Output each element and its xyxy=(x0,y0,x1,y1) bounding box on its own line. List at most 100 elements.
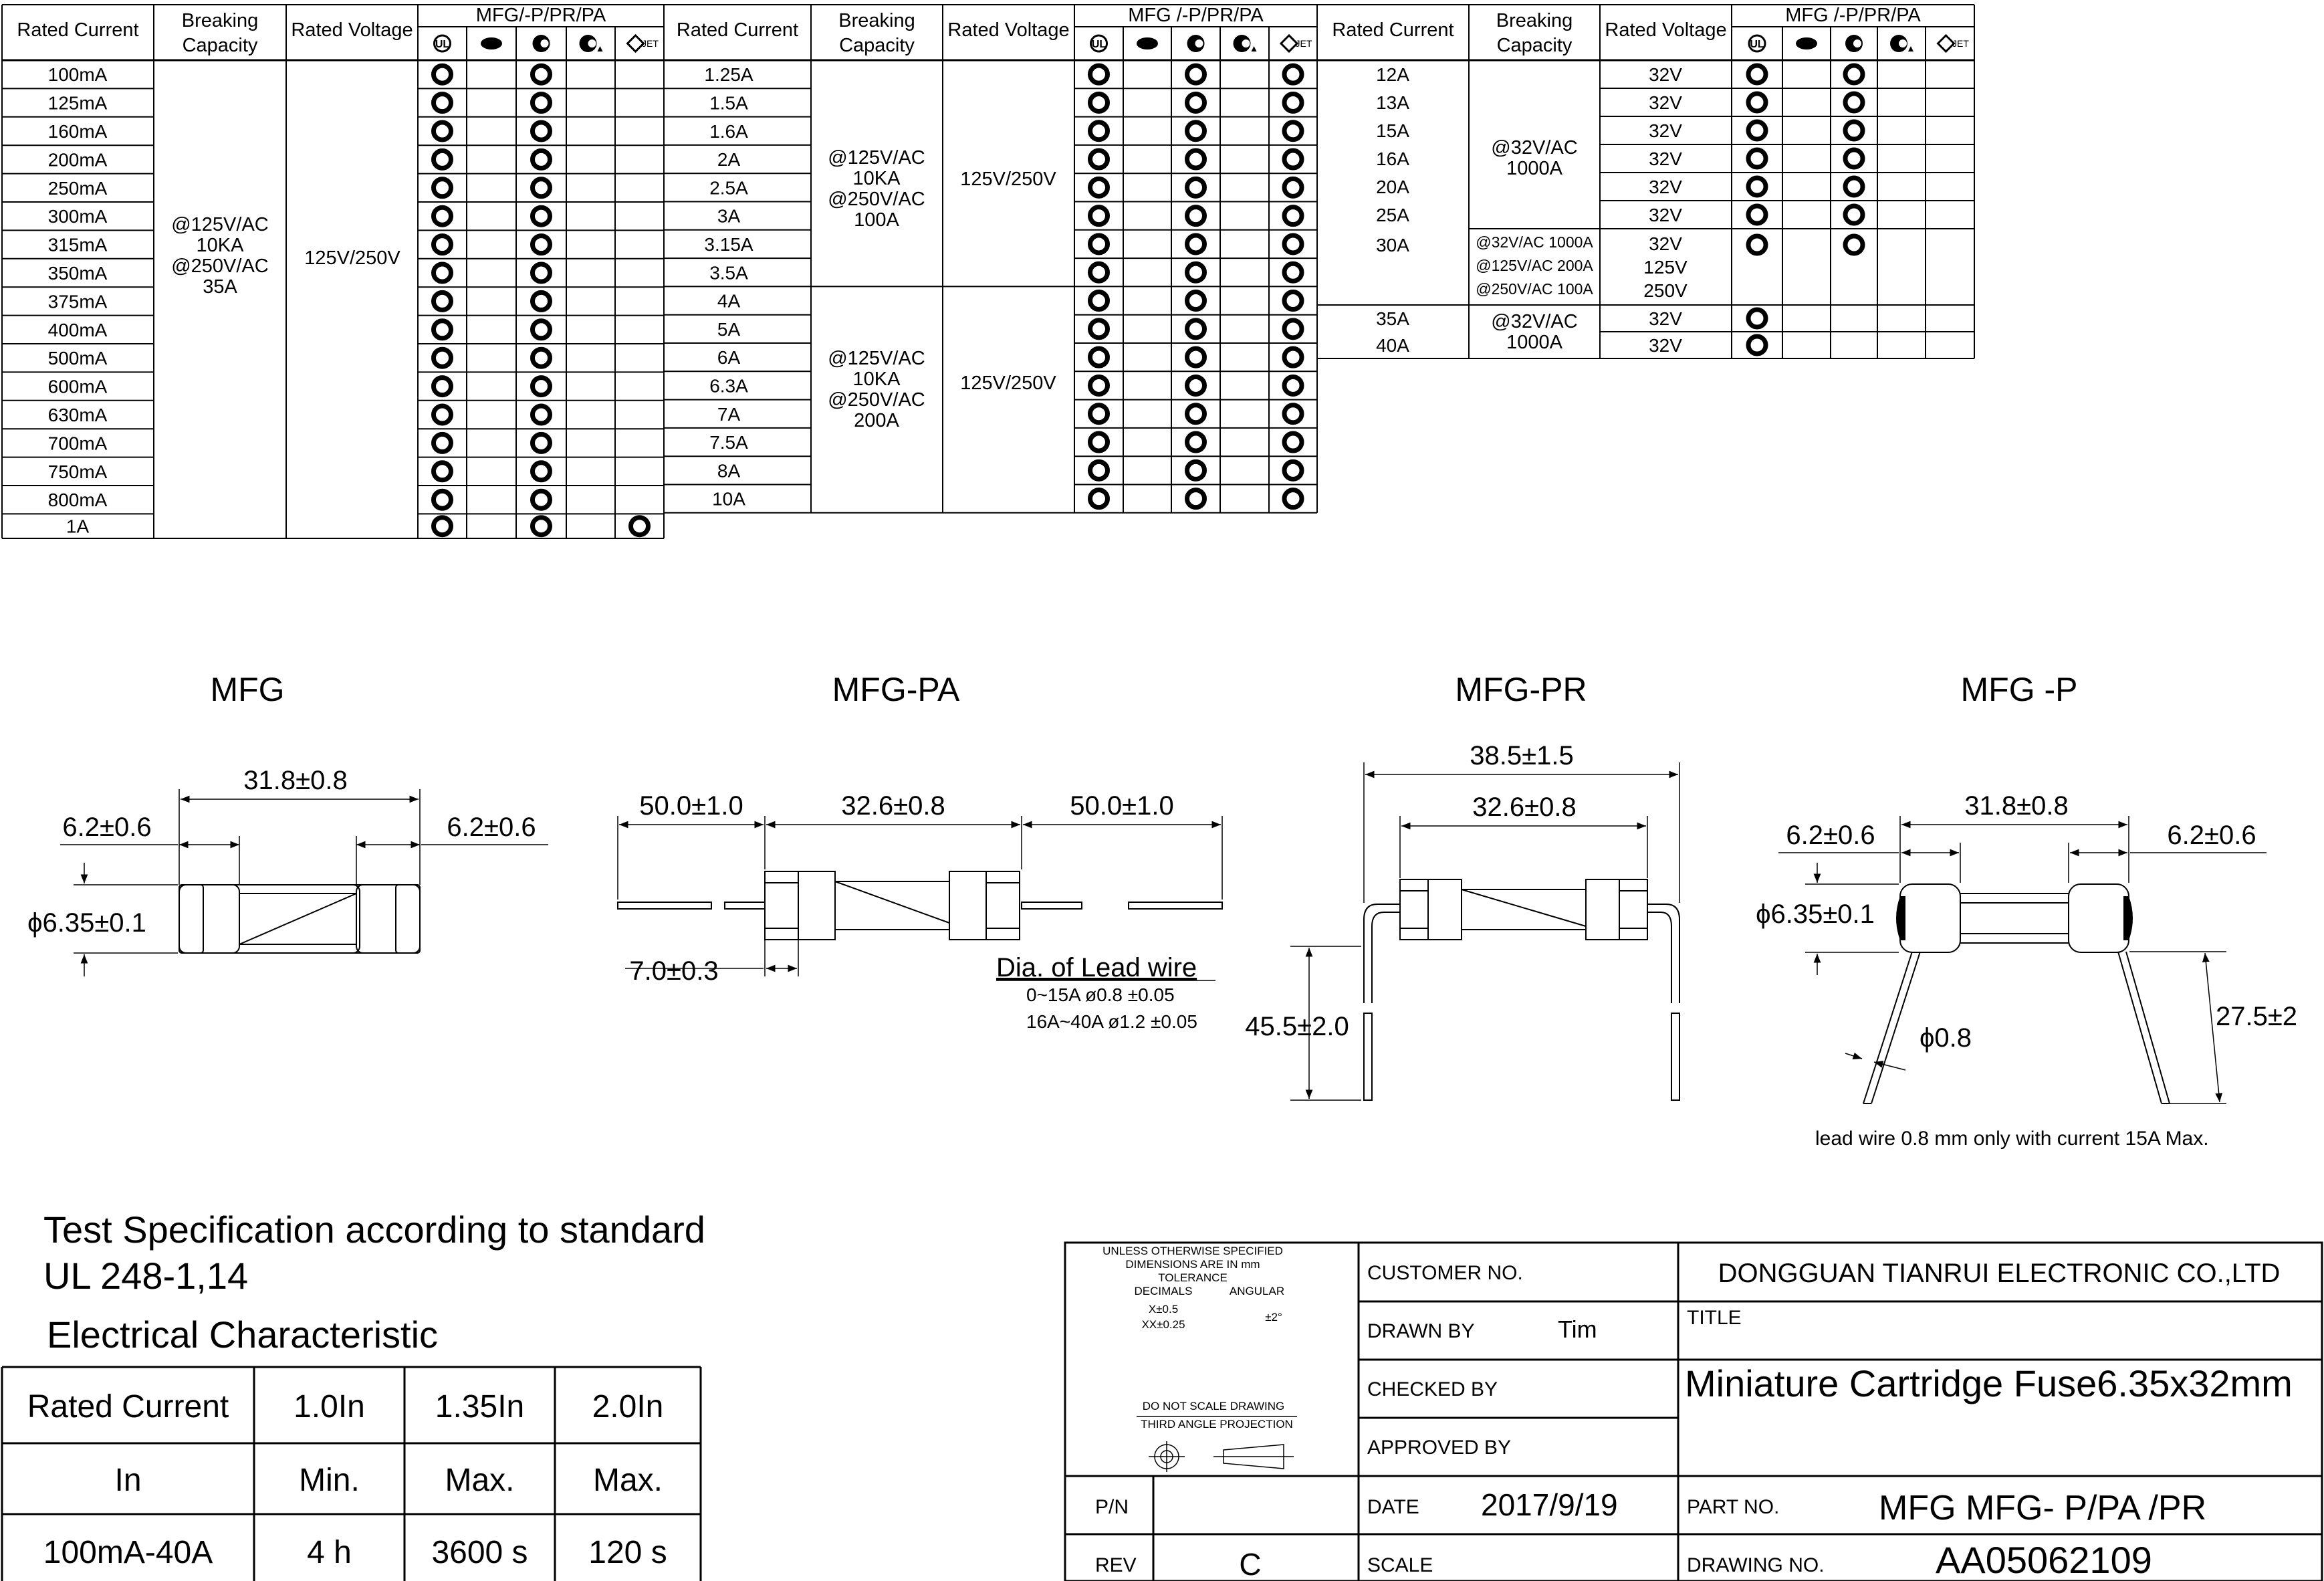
current-cell: 15A xyxy=(1376,120,1409,141)
listed-mark xyxy=(431,290,453,312)
dim-diameter-mfg: ϕ6.35±0.1 xyxy=(27,908,146,938)
current-cell: 800mA xyxy=(48,490,108,510)
listed-mark xyxy=(530,120,552,142)
listed-mark xyxy=(1282,374,1304,397)
header-mfg-group: MFG/-P/PR/PA xyxy=(476,5,606,26)
spec-cell: Max. xyxy=(593,1463,663,1498)
current-cell: 3.15A xyxy=(704,234,753,255)
dim-lead-pr: 45.5±2.0 xyxy=(1245,1012,1349,1041)
pse-icon xyxy=(579,35,603,52)
listed-mark xyxy=(1185,233,1207,255)
listed-mark xyxy=(1282,318,1304,340)
listed-mark xyxy=(431,515,453,538)
part-no-value: MFG MFG- P/PA /PR xyxy=(1879,1489,2206,1527)
tolerance-x2: XX±0.25 xyxy=(1141,1318,1185,1331)
jet-icon: JET xyxy=(1936,33,1969,54)
spec-line-3: Electrical Characteristic xyxy=(47,1313,438,1356)
listed-mark xyxy=(1088,346,1110,368)
header-breaking-2: Capacity xyxy=(1497,35,1573,56)
listed-mark xyxy=(431,261,453,284)
current-cell: 3A xyxy=(717,206,741,227)
listed-mark xyxy=(530,346,552,369)
listed-mark xyxy=(1746,203,1768,226)
listed-mark xyxy=(1282,176,1304,199)
rated-voltage-cell: 125V xyxy=(1643,257,1688,278)
listed-mark xyxy=(1282,403,1304,425)
listed-mark xyxy=(1282,91,1304,114)
ul-icon: UL xyxy=(1748,34,1766,53)
listed-mark xyxy=(1282,233,1304,255)
header-rated-current: Rated Current xyxy=(17,19,138,41)
current-cell: 30A xyxy=(1376,235,1409,255)
breaking-capacity-line: @250V/AC xyxy=(171,255,269,277)
rated-voltage-cell: 32V xyxy=(1649,205,1682,225)
lead-wire-spec-1: 0~15A ø0.8 ±0.05 xyxy=(1026,984,1175,1005)
current-cell: 500mA xyxy=(48,348,108,368)
breaking-capacity-line: 200A xyxy=(854,410,899,431)
listed-mark xyxy=(1282,148,1304,171)
current-cell: 600mA xyxy=(48,377,108,397)
drawing-mfg-p: MFG -P 31.8±0.8 6.2±0.6 xyxy=(1756,671,2297,1150)
breaking-capacity-line: @125V/AC 200A xyxy=(1476,257,1593,274)
listed-mark xyxy=(1185,346,1207,368)
listed-mark xyxy=(1185,318,1207,340)
listed-mark xyxy=(1746,334,1768,356)
checked-by-label: CHECKED BY xyxy=(1367,1378,1498,1400)
header-mfg-group: MFG /-P/PR/PA xyxy=(1128,5,1264,26)
third-angle-projection-icon xyxy=(1149,1441,1294,1472)
listed-mark xyxy=(628,515,651,538)
drawing-mfg-pr: MFG-PR 38.5±1.5 32.6±0.8 xyxy=(1245,671,1680,1101)
current-cell: 8A xyxy=(717,460,741,481)
listed-mark xyxy=(1843,233,1865,256)
listed-mark xyxy=(1088,148,1110,171)
listed-mark xyxy=(530,375,552,398)
drawing-no-label: DRAWING NO. xyxy=(1687,1554,1825,1576)
listed-mark xyxy=(530,460,552,483)
current-cell: 25A xyxy=(1376,205,1409,225)
spec-cell: Max. xyxy=(445,1463,514,1498)
header-rated-voltage: Rated Voltage xyxy=(947,19,1069,41)
listed-mark xyxy=(1088,176,1110,199)
drawing-title-mfg: MFG xyxy=(210,671,284,708)
jet-icon-text: JET xyxy=(1296,38,1312,49)
drawing-no-value: AA05062109 xyxy=(1936,1539,2152,1581)
current-cell: 7.5A xyxy=(709,432,748,453)
dim-lead-dia-p: ϕ0.8 xyxy=(1920,1023,1972,1053)
listed-mark xyxy=(1282,459,1304,482)
current-cell: 6.3A xyxy=(709,375,748,396)
listed-mark xyxy=(1088,290,1110,312)
drawing-title: Miniature Cartridge Fuse6.35x32mm xyxy=(1685,1362,2293,1404)
part-no-label: PART NO. xyxy=(1687,1496,1779,1518)
spec-cell: 100mA-40A xyxy=(43,1535,213,1570)
tolerance-note-2: DIMENSIONS ARE IN mm xyxy=(1125,1258,1260,1271)
approved-by-label: APPROVED BY xyxy=(1367,1437,1511,1459)
listed-mark xyxy=(431,460,453,483)
angular-label: ANGULAR xyxy=(1230,1285,1284,1297)
current-cell: 160mA xyxy=(48,121,108,142)
current-cell: 2A xyxy=(717,149,741,170)
spec-cell: 1.35In xyxy=(435,1389,524,1425)
listed-mark xyxy=(1088,205,1110,227)
spec-line-1: Test Specification according to standard xyxy=(43,1208,705,1251)
listed-mark xyxy=(1843,147,1865,170)
ccc-icon xyxy=(532,35,550,52)
lead-wire-note-p: lead wire 0.8 mm only with current 15A M… xyxy=(1815,1128,2209,1150)
current-cell: 100mA xyxy=(48,64,108,85)
listed-mark xyxy=(431,92,453,114)
listed-mark xyxy=(431,63,453,86)
breaking-capacity-line: 10KA xyxy=(853,368,901,390)
rated-voltage-cell: 125V/250V xyxy=(304,247,400,269)
ul-icon-text: UL xyxy=(1750,39,1764,50)
current-cell: 315mA xyxy=(48,235,108,255)
listed-mark xyxy=(1282,205,1304,227)
listed-mark xyxy=(1843,203,1865,226)
listed-mark xyxy=(1185,205,1207,227)
listed-mark xyxy=(1185,148,1207,171)
current-cell: 16A xyxy=(1376,148,1409,169)
listed-mark xyxy=(1746,307,1768,330)
header-rated-voltage: Rated Voltage xyxy=(291,19,413,41)
scale-label: SCALE xyxy=(1367,1554,1433,1576)
listed-mark xyxy=(1185,63,1207,86)
